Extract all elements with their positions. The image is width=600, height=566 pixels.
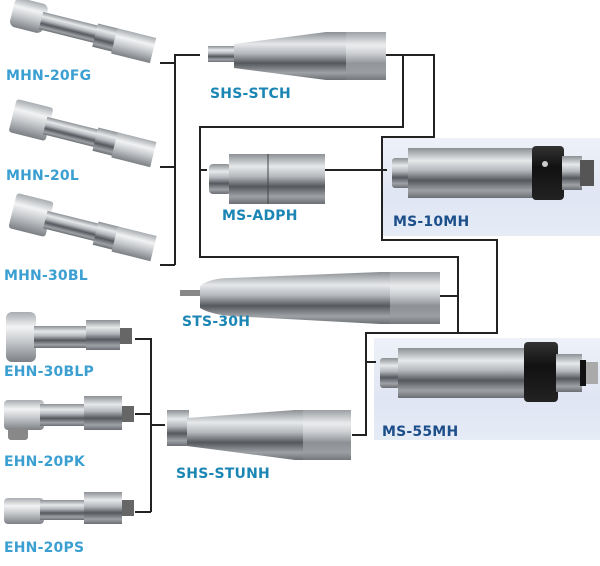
ms-55mh-image (380, 342, 598, 402)
connector-line (199, 169, 207, 171)
connector-line (365, 332, 498, 334)
connector-line (199, 126, 201, 258)
connector-line (199, 256, 459, 258)
connector-line (174, 54, 176, 265)
label-shs-stch: SHS-STCH (210, 86, 291, 102)
connector-line (150, 424, 165, 426)
connector-line (365, 332, 367, 436)
connector-line (199, 126, 404, 128)
ehn-30blp-image (6, 312, 132, 362)
label-ms-55mh: MS-55MH (382, 424, 459, 440)
label-mhn-30bl: MHN-30BL (4, 268, 88, 284)
mhn-30bl-image (8, 193, 157, 262)
ms-10mh-image (392, 146, 594, 200)
connector-line (160, 264, 175, 266)
label-ehn-20ps: EHN-20PS (4, 540, 85, 556)
connector-line (381, 239, 498, 241)
connector-line (381, 136, 435, 138)
connector-line (496, 239, 498, 334)
label-sts-30h: STS-30H (182, 314, 251, 330)
connector-line (160, 166, 175, 168)
connector-line (352, 434, 367, 436)
shs-stch-image (208, 32, 386, 80)
connector-line (440, 295, 458, 297)
ms-adph-image (209, 154, 325, 204)
sts-30h-image (180, 272, 440, 324)
label-mhn-20fg: MHN-20FG (6, 68, 92, 84)
connector-line (174, 54, 200, 56)
connector-line (433, 54, 435, 138)
ehn-20pk-image (4, 396, 134, 440)
connector-line (135, 413, 151, 415)
mhn-20fg-image (10, 0, 157, 64)
ehn-20ps-image (4, 492, 134, 524)
connector-line (323, 169, 387, 171)
label-ms-10mh: MS-10MH (393, 214, 470, 230)
connector-line (135, 338, 151, 340)
connector-line (402, 54, 404, 128)
label-ehn-30blp: EHN-30BLP (4, 364, 94, 380)
label-ehn-20pk: EHN-20PK (4, 454, 85, 470)
shs-stunh-image (167, 410, 351, 460)
label-mhn-20l: MHN-20L (6, 168, 79, 184)
connector-line (384, 54, 435, 56)
connector-line (381, 136, 383, 241)
connector-line (135, 511, 151, 513)
connector-line (160, 62, 175, 64)
connector-line (365, 361, 376, 363)
mhn-20l-image (9, 99, 157, 168)
connector-line (457, 256, 459, 334)
label-ms-adph: MS-ADPH (222, 208, 298, 224)
label-shs-stunh: SHS-STUNH (176, 466, 270, 482)
